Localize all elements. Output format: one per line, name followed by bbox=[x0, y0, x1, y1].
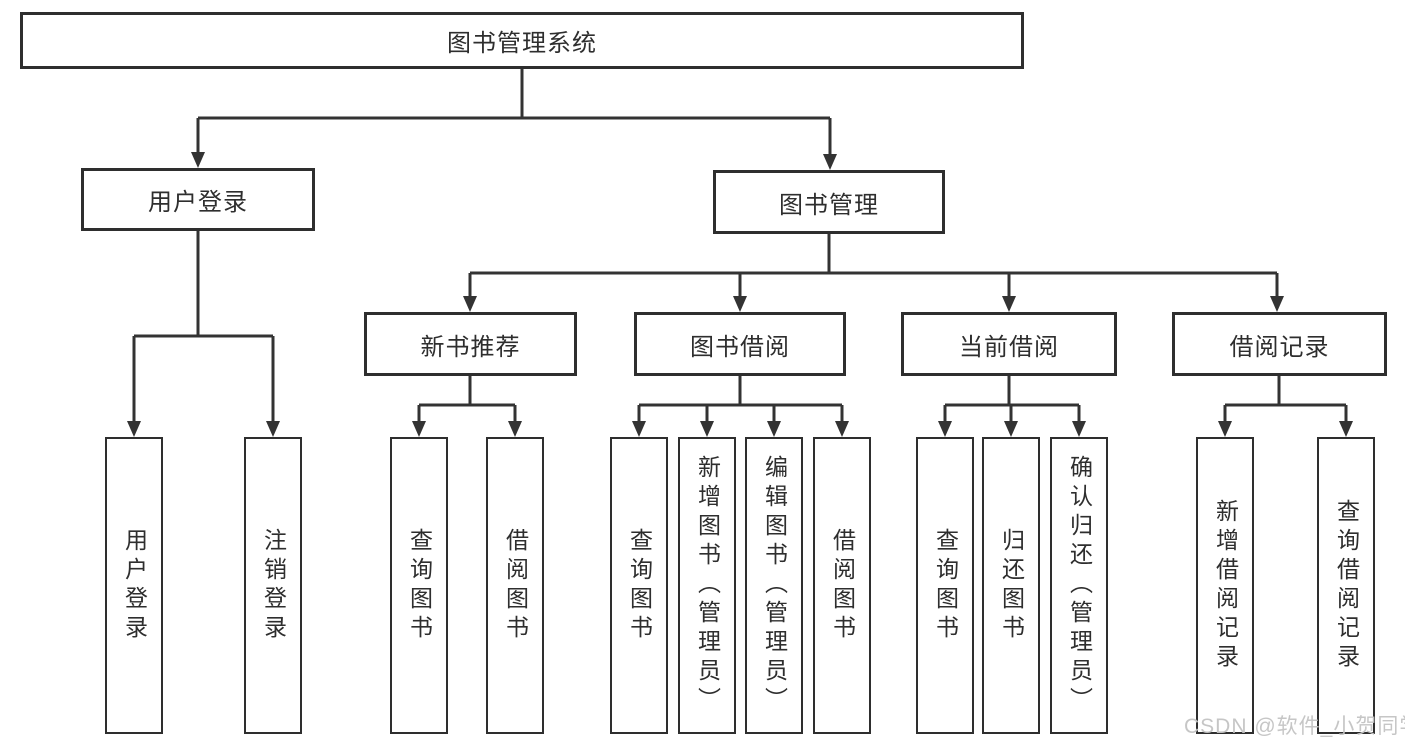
node-label: 借阅图书 bbox=[829, 527, 856, 644]
node-label: 当前借阅 bbox=[959, 333, 1059, 361]
leaf-query-books-recommend: 查询图书 bbox=[390, 437, 448, 734]
node-borrowing-records: 借阅记录 bbox=[1172, 312, 1387, 376]
leaf-edit-books-admin: 编辑图书（管理员） bbox=[745, 437, 803, 734]
node-label: 新增借阅记录 bbox=[1212, 498, 1239, 673]
node-label: 查询借阅记录 bbox=[1333, 498, 1360, 673]
node-label: 查询图书 bbox=[406, 527, 433, 644]
node-label: 图书管理 bbox=[779, 191, 879, 219]
node-label: 新书推荐 bbox=[420, 333, 521, 361]
node-label: 借阅记录 bbox=[1229, 333, 1330, 361]
node-label: 确认归还（管理员） bbox=[1066, 455, 1093, 716]
node-label: 图书借阅 bbox=[690, 333, 790, 361]
leaf-query-borrow-record: 查询借阅记录 bbox=[1317, 437, 1375, 734]
leaf-user-login: 用户登录 bbox=[105, 437, 163, 734]
leaf-borrow-books-borrowing: 借阅图书 bbox=[813, 437, 871, 734]
leaf-add-borrow-record: 新增借阅记录 bbox=[1196, 437, 1254, 734]
leaf-borrow-books-recommend: 借阅图书 bbox=[486, 437, 544, 734]
leaf-query-books-current: 查询图书 bbox=[916, 437, 974, 734]
leaf-logout: 注销登录 bbox=[244, 437, 302, 734]
node-label: 编辑图书（管理员） bbox=[761, 455, 788, 716]
node-user-login: 用户登录 bbox=[81, 168, 315, 231]
node-label: 借阅图书 bbox=[502, 527, 529, 644]
leaf-confirm-return-admin: 确认归还（管理员） bbox=[1050, 437, 1108, 734]
leaf-add-books-admin: 新增图书（管理员） bbox=[678, 437, 736, 734]
node-library-management-system: 图书管理系统 bbox=[20, 12, 1024, 69]
leaf-query-books-borrowing: 查询图书 bbox=[610, 437, 668, 734]
node-label: 图书管理系统 bbox=[447, 30, 597, 57]
node-new-book-recommend: 新书推荐 bbox=[364, 312, 577, 376]
node-label: 查询图书 bbox=[626, 527, 653, 644]
node-book-borrowing: 图书借阅 bbox=[634, 312, 846, 376]
node-label: 查询图书 bbox=[932, 527, 959, 644]
node-label: 归还图书 bbox=[998, 527, 1025, 644]
node-book-management: 图书管理 bbox=[713, 170, 945, 234]
node-label: 新增图书（管理员） bbox=[694, 455, 721, 716]
leaf-return-books: 归还图书 bbox=[982, 437, 1040, 734]
node-label: 用户登录 bbox=[121, 527, 148, 644]
node-label: 注销登录 bbox=[260, 527, 287, 644]
node-current-borrowing: 当前借阅 bbox=[901, 312, 1117, 376]
csdn-watermark: CSDN @软件_小贺同学 bbox=[1184, 715, 1405, 738]
node-label: 用户登录 bbox=[148, 189, 248, 216]
